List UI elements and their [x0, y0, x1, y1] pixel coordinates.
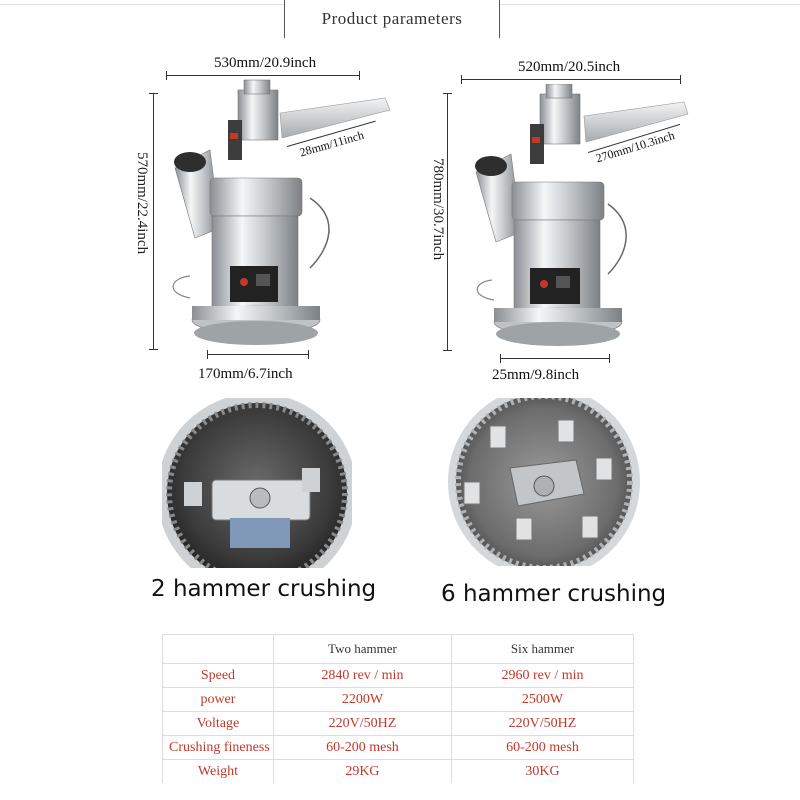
left-width-line: [166, 75, 360, 76]
table-row: power 2200W 2500W: [162, 687, 635, 712]
header-bracket-right: [499, 0, 500, 38]
header-rule-right: [500, 4, 800, 5]
six-hammer-voltage: 220V/50HZ: [450, 711, 635, 736]
right-base-label: 25mm/9.8inch: [492, 367, 580, 383]
row-label-voltage: Voltage: [162, 711, 274, 736]
left-machine-image: [172, 79, 391, 345]
six-hammer-weight: 30KG: [450, 759, 635, 783]
six-hammer-caption: 6 hammer crushing: [441, 581, 667, 607]
two-hammer-voltage: 220V/50HZ: [272, 711, 452, 736]
table-row: Crushing fineness 60-200 mesh 60-200 mes…: [162, 735, 635, 760]
right-base-line: [500, 358, 610, 359]
right-width-line: [461, 79, 681, 80]
six-hammer-chamber-image: [448, 398, 640, 566]
right-machine-image: [475, 84, 689, 346]
spec-table: Two hammer Six hammer Speed 2840 rev / m…: [162, 634, 635, 783]
table-header-six-hammer: Six hammer: [450, 634, 635, 664]
right-height-line: [447, 93, 448, 351]
left-width-label: 530mm/20.9inch: [214, 55, 317, 71]
two-hammer-power: 2200W: [272, 687, 452, 712]
row-label-fineness: Crushing fineness: [162, 735, 274, 760]
row-label-speed: Speed: [162, 663, 274, 688]
table-header-two-hammer: Two hammer: [272, 634, 452, 664]
table-row: Weight 29KG 30KG: [162, 759, 635, 783]
page-title: Product parameters: [321, 9, 463, 28]
right-height-label: 780mm/30.7inch: [430, 158, 446, 261]
table-row: Voltage 220V/50HZ 220V/50HZ: [162, 711, 635, 736]
two-hammer-caption: 2 hammer crushing: [151, 576, 377, 602]
left-height-line: [153, 93, 154, 349]
two-hammer-chamber-image: [162, 398, 352, 568]
six-hammer-speed: 2960 rev / min: [450, 663, 635, 688]
header-bracket-left: [284, 0, 285, 38]
row-label-weight: Weight: [162, 759, 274, 783]
right-width-label: 520mm/20.5inch: [518, 59, 621, 75]
left-base-line: [207, 354, 309, 355]
left-base-label: 170mm/6.7inch: [198, 366, 293, 382]
table-header-row: Two hammer Six hammer: [162, 634, 635, 664]
six-hammer-power: 2500W: [450, 687, 635, 712]
two-hammer-speed: 2840 rev / min: [272, 663, 452, 688]
two-hammer-weight: 29KG: [272, 759, 452, 783]
two-hammer-fineness: 60-200 mesh: [272, 735, 452, 760]
left-height-label: 570mm/22.4inch: [134, 152, 150, 255]
row-label-power: power: [162, 687, 274, 712]
table-header-empty: [162, 634, 274, 664]
table-row: Speed 2840 rev / min 2960 rev / min: [162, 663, 635, 688]
header-rule-left: [0, 4, 284, 5]
six-hammer-fineness: 60-200 mesh: [450, 735, 635, 760]
